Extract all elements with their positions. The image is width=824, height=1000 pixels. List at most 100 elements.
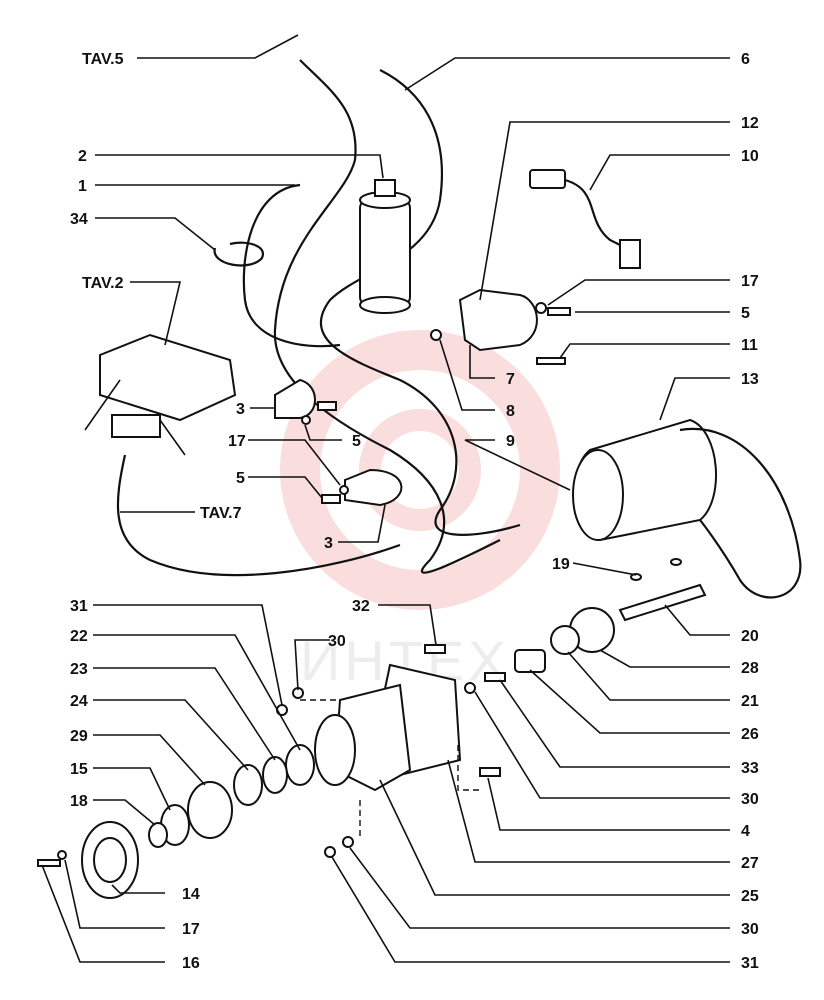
label-15: 15 xyxy=(70,761,88,778)
label-17c: 17 xyxy=(182,921,200,938)
leader-8 xyxy=(439,339,495,411)
label-25: 25 xyxy=(741,888,759,905)
leader-6 xyxy=(404,57,730,91)
label-17b: 17 xyxy=(228,433,246,450)
leader-32 xyxy=(378,604,437,646)
clamp-3b xyxy=(344,468,403,507)
leader-4 xyxy=(487,777,730,831)
screw-4 xyxy=(479,767,501,777)
leader-31a xyxy=(93,604,283,706)
rings-stack xyxy=(148,744,315,848)
washer-17b xyxy=(301,415,311,425)
leader-15 xyxy=(93,767,171,811)
label-26: 26 xyxy=(741,726,759,743)
label-20: 20 xyxy=(741,628,759,645)
shaft-assembly xyxy=(514,583,707,673)
engine-block xyxy=(84,333,237,456)
engine-block-lines xyxy=(84,379,186,456)
leader-12 xyxy=(479,121,730,301)
leader-2 xyxy=(95,154,384,179)
label-8: 8 xyxy=(506,403,515,420)
washer-17a xyxy=(535,302,547,314)
label-3b: 3 xyxy=(324,535,333,552)
nut-18 xyxy=(148,822,168,848)
leader-5c xyxy=(248,476,323,499)
label-3a: 3 xyxy=(236,401,245,418)
hub-29 xyxy=(187,781,233,839)
leader-5b xyxy=(304,424,342,441)
label-tav5: TAV.5 xyxy=(82,51,124,68)
washer-5c xyxy=(339,485,349,495)
label-5a: 5 xyxy=(741,305,750,322)
dryer-bottom xyxy=(359,296,411,314)
label-6: 6 xyxy=(741,51,750,68)
housing-assembly xyxy=(314,663,462,792)
bearing-21 xyxy=(550,625,580,655)
leader-30a xyxy=(294,639,330,691)
drive-belt xyxy=(679,427,802,599)
label-16: 16 xyxy=(182,955,200,972)
compressor-endcap xyxy=(572,449,624,541)
label-14: 14 xyxy=(182,886,200,903)
bracket-12 xyxy=(458,288,538,352)
leader-17a xyxy=(547,279,730,306)
label-28: 28 xyxy=(741,660,759,677)
bolt-16 xyxy=(37,859,61,867)
screw-33 xyxy=(484,672,506,682)
label-5b: 5 xyxy=(352,433,361,450)
leader-29 xyxy=(93,734,206,786)
switch-wire xyxy=(564,178,631,251)
leader-23 xyxy=(93,667,276,761)
label-24: 24 xyxy=(70,693,88,710)
leader-28 xyxy=(599,649,730,668)
bracket-12-body xyxy=(458,288,538,352)
leader-20 xyxy=(664,604,730,636)
screw-5c xyxy=(321,494,341,504)
leader-11 xyxy=(559,343,730,359)
leader-22 xyxy=(93,634,301,751)
ring-23 xyxy=(262,756,288,794)
label-31b: 31 xyxy=(741,955,759,972)
hose-loop xyxy=(242,183,341,348)
screw-5a xyxy=(547,307,571,316)
leader-10 xyxy=(589,154,730,191)
ring-22 xyxy=(285,744,315,786)
label-21: 21 xyxy=(741,693,759,710)
washer-8 xyxy=(430,329,442,341)
switch-body xyxy=(529,169,566,189)
switch-connector xyxy=(619,239,641,269)
leader-19 xyxy=(572,562,637,576)
label-1: 1 xyxy=(78,178,87,195)
label-17a: 17 xyxy=(741,273,759,290)
washer-30c xyxy=(342,836,354,848)
label-34: 34 xyxy=(70,211,88,228)
leader-16 xyxy=(41,864,165,963)
label-33: 33 xyxy=(741,760,759,777)
label-tav2: TAV.2 xyxy=(82,275,124,292)
label-12: 12 xyxy=(741,115,759,132)
leader-25 xyxy=(379,779,730,896)
leader-tav5 xyxy=(137,34,299,59)
leader-34 xyxy=(95,217,216,251)
leader-21 xyxy=(567,651,730,701)
leader-33 xyxy=(499,679,730,768)
label-30a: 30 xyxy=(328,633,346,650)
fitting-block xyxy=(111,414,161,438)
circlip-34 xyxy=(213,241,265,267)
pressure-switch-10 xyxy=(529,169,641,269)
leader-24 xyxy=(93,699,249,771)
pulley-inner xyxy=(93,837,127,883)
leader-13 xyxy=(659,377,730,421)
label-tav7: TAV.7 xyxy=(200,505,242,522)
label-7: 7 xyxy=(506,371,515,388)
label-2: 2 xyxy=(78,148,87,165)
leader-14 xyxy=(111,884,165,894)
receiver-dryer xyxy=(359,179,411,314)
assembly-dashed-lines xyxy=(300,699,480,840)
label-27: 27 xyxy=(741,855,759,872)
housing-bore xyxy=(314,714,356,786)
label-9: 9 xyxy=(506,433,515,450)
key-19b xyxy=(670,558,682,566)
